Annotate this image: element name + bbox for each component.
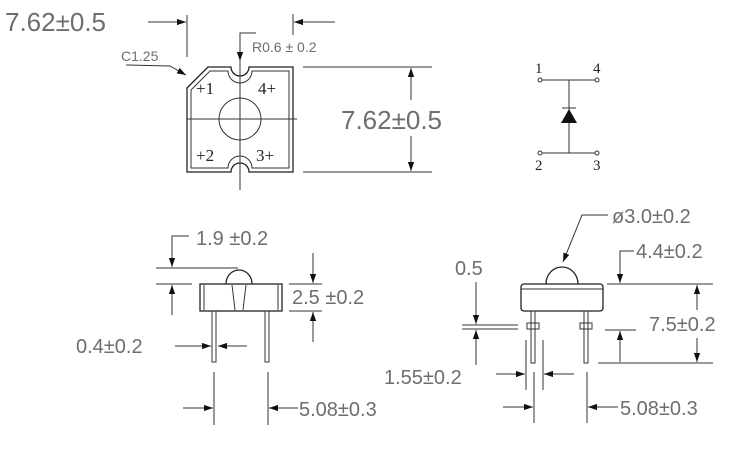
top-view: +1 4+ +2 3+ 7.62±0.5 R0.6 ± 0.2 C1.25 7.… xyxy=(5,7,442,190)
lead-width-dimension: 0.4±0.2 xyxy=(76,336,143,358)
lead-pitch-dimension-left: 5.08±0.3 xyxy=(299,399,377,421)
notch-radius-dimension: R0.6 ± 0.2 xyxy=(252,39,317,55)
chamfer-dimension: C1.25 xyxy=(121,48,159,64)
dome-diameter-dimension: ø3.0±0.2 xyxy=(612,206,691,228)
pin-label-1: +1 xyxy=(196,79,214,98)
width-dimension: 7.62±0.5 xyxy=(5,7,106,37)
symbol-pin-3: 3 xyxy=(593,158,601,174)
side-view-left: 1.9 ±0.2 2.5 ±0.2 0.4±0.2 5.08±0.3 xyxy=(76,228,377,425)
lead-length-dimension: 7.5±0.2 xyxy=(649,314,716,336)
pin-label-2: +2 xyxy=(196,146,214,165)
overall-height-dimension: 4.4±0.2 xyxy=(636,241,703,263)
symbol-pin-1: 1 xyxy=(535,61,543,77)
dome-height-dimension: 1.9 ±0.2 xyxy=(196,228,268,250)
collar-dimension: 0.5 xyxy=(455,258,483,280)
lead-pitch-dimension-right: 5.08±0.3 xyxy=(620,398,698,420)
height-dimension: 7.62±0.5 xyxy=(341,105,442,135)
symbol-pin-4: 4 xyxy=(593,61,601,77)
symbol-pin-2: 2 xyxy=(535,158,543,174)
pin-label-4: 4+ xyxy=(258,79,276,98)
diode-triangle-icon xyxy=(561,109,577,123)
body-height-dimension: 2.5 ±0.2 xyxy=(292,287,364,309)
side-view-right: ø3.0±0.2 4.4±0.2 7.5±0.2 0.5 1.55±0.2 5.… xyxy=(384,206,716,423)
diode-symbol: 1 4 2 3 xyxy=(535,61,601,174)
pin-label-3: 3+ xyxy=(256,146,274,165)
collar-width-dimension: 1.55±0.2 xyxy=(384,367,462,389)
